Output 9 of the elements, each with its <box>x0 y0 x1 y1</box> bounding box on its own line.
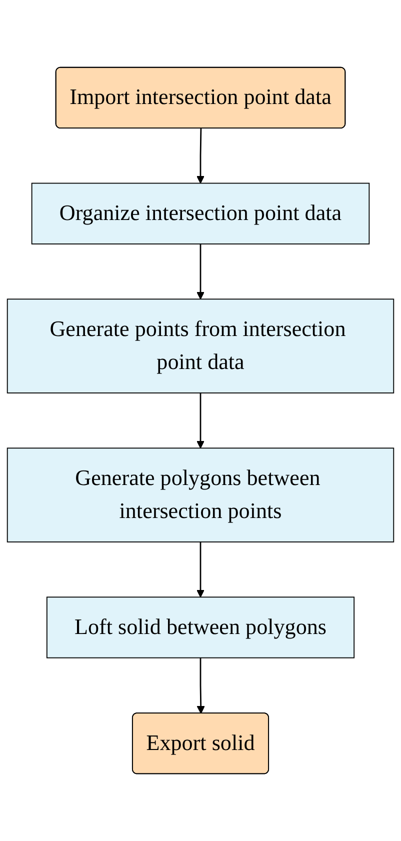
node-box: Generate polygons between intersection points <box>6 448 394 542</box>
arrow <box>196 542 205 598</box>
node-box: Loft solid between polygons <box>46 596 355 658</box>
node-box: Generate points from intersection point data <box>6 298 394 394</box>
arrow <box>196 658 205 714</box>
arrow <box>196 392 205 448</box>
arrow <box>196 244 205 300</box>
node-box: Organize intersection point data <box>31 182 370 244</box>
arrow <box>196 128 205 184</box>
